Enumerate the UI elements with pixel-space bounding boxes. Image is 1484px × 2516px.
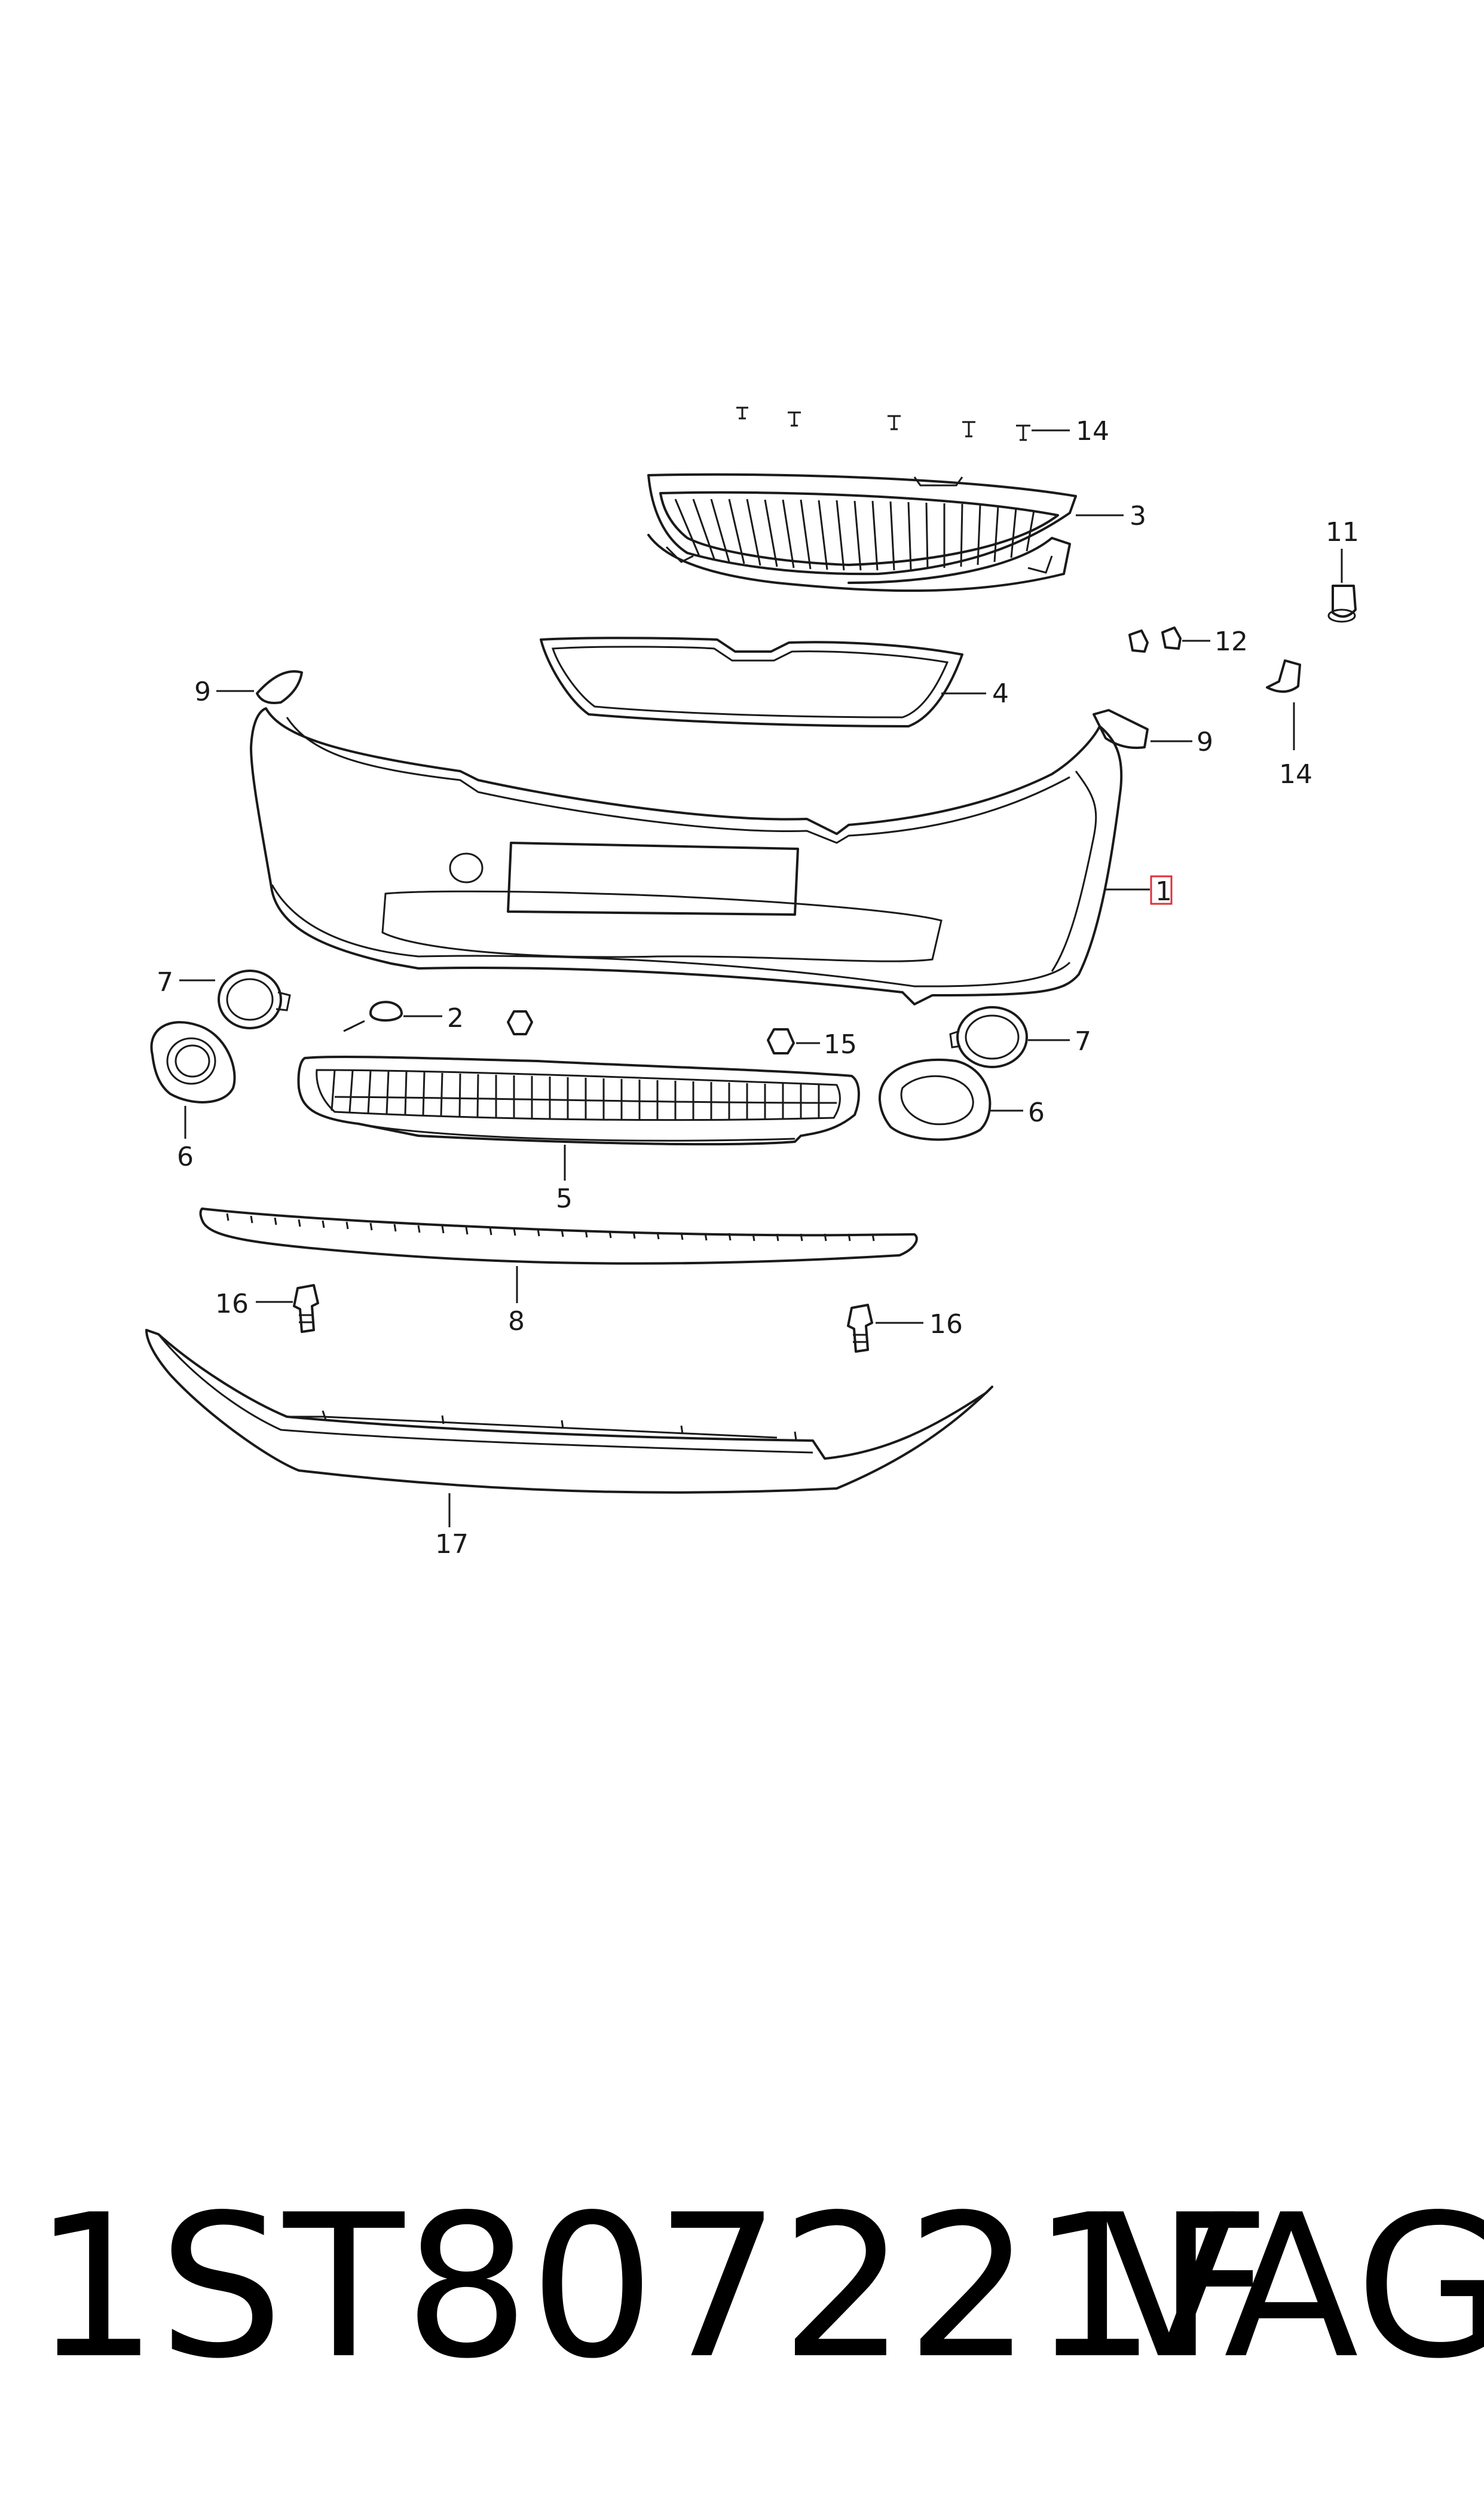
bolt-16-right (847, 1304, 873, 1353)
cap-9-left (256, 670, 303, 704)
label-14-right: 14 (1279, 759, 1312, 790)
screw (1016, 424, 1030, 441)
label-5: 5 (556, 1184, 573, 1214)
label-14-top: 14 (1076, 416, 1109, 447)
label-7-right: 7 (1075, 1026, 1091, 1057)
nut-clip (507, 1010, 533, 1035)
label-17: 17 (435, 1529, 469, 1560)
cap-9-right (1093, 709, 1149, 749)
clip-11 (1327, 585, 1357, 623)
label-16-left: 16 (215, 1289, 249, 1319)
label-12: 12 (1214, 626, 1248, 657)
label-6-left: 6 (177, 1142, 194, 1172)
spoiler-strip (199, 1207, 918, 1265)
fog-trim-7-left (218, 970, 291, 1029)
label-9-left: 9 (194, 677, 211, 707)
part-2-pad (343, 1001, 403, 1032)
screw (888, 415, 901, 430)
label-6-right: 6 (1028, 1097, 1045, 1128)
grille-seal (540, 637, 963, 727)
bumper-cover (250, 707, 1123, 1005)
label-16-right: 16 (929, 1309, 963, 1340)
screw (962, 421, 975, 438)
label-8: 8 (508, 1306, 525, 1337)
screw-group-top (736, 406, 1030, 441)
screw (788, 411, 801, 427)
screw (736, 406, 748, 420)
bolt-16-left (293, 1284, 319, 1333)
brand-caption: VAG (1101, 2172, 1484, 2402)
screw-14-right (1266, 659, 1301, 693)
lower-grille (297, 1055, 860, 1146)
part-number-caption: 1ST807221F (33, 2172, 1271, 2402)
plate-recess (507, 842, 799, 916)
tow-hook-cover (449, 852, 484, 883)
label-2: 2 (447, 1003, 464, 1034)
fog-trim-7-right (949, 1006, 1028, 1068)
label-15: 15 (824, 1029, 857, 1060)
label-1: 1 (1155, 876, 1172, 907)
fog-grille-6-left (150, 1021, 236, 1103)
upper-grille (647, 473, 1077, 592)
lower-spoiler (145, 1329, 993, 1494)
label-4: 4 (992, 678, 1009, 709)
label-11: 11 (1326, 517, 1359, 548)
label-7-left: 7 (157, 967, 173, 998)
label-3: 3 (1130, 501, 1146, 531)
label-9-right: 9 (1197, 727, 1213, 757)
fog-grille-6-right (878, 1058, 992, 1141)
clip-12a (1128, 629, 1149, 653)
clip-12b (1161, 626, 1182, 650)
lower-opening (381, 890, 943, 962)
clip-15 (767, 1028, 795, 1054)
highlight-box-1 (1150, 875, 1173, 905)
